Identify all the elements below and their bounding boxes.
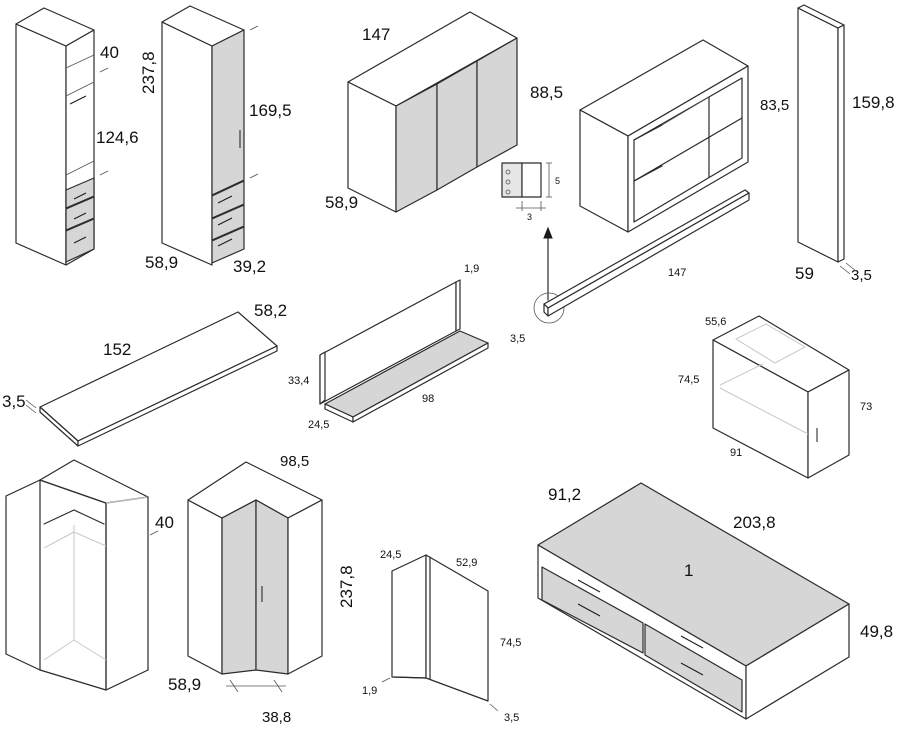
bed-height: 49,8 (860, 622, 893, 641)
side-panel-height: 159,8 (852, 93, 895, 112)
wall-shelf-height: 33,4 (288, 375, 309, 387)
hinge-width: 3 (527, 212, 532, 222)
desk-top-length: 152 (103, 340, 131, 359)
desk-top-thickness: 3,5 (2, 392, 26, 411)
desk-unit-outer-height: 73 (860, 401, 872, 413)
bed-length: 203,8 (733, 513, 776, 532)
l-panel: 24,5 52,9 74,5 1,9 3,5 (362, 549, 521, 724)
wall-shelf-length: 98 (422, 393, 434, 405)
corner-wardrobe-width: 98,5 (280, 453, 309, 470)
l-panel-thickness-right: 3,5 (504, 712, 519, 724)
corner-wardrobe-depth: 58,9 (168, 675, 201, 694)
hanging-rail: 147 (543, 189, 750, 317)
tall-door-cabinet: 169,5 58,9 39,2 (145, 5, 292, 276)
bed-index: 1 (684, 561, 693, 580)
wall-shelf-depth: 24,5 (308, 419, 329, 431)
sideboard: 147 88,5 58,9 (325, 11, 563, 213)
desk-top-depth: 58,2 (254, 301, 287, 320)
tall-door-width: 39,2 (233, 257, 266, 276)
side-panel: 159,8 59 3,5 (795, 4, 895, 284)
desk-unit-width: 91 (730, 447, 742, 459)
l-panel-height: 74,5 (500, 637, 521, 649)
tall-open-top-height: 40 (100, 43, 119, 62)
wall-shelf-thickness: 1,9 (464, 263, 479, 275)
shelving-height: 83,5 (760, 97, 789, 114)
tall-open-total-height: 237,8 (139, 51, 158, 94)
open-shelving: 83,5 (579, 39, 789, 233)
side-panel-thickness: 3,5 (851, 267, 872, 284)
tall-door-height: 169,5 (249, 101, 292, 120)
bed-width: 91,2 (548, 485, 581, 504)
tall-door-depth: 58,9 (145, 253, 178, 272)
l-panel-width: 52,9 (456, 557, 477, 569)
corner-wardrobe-door: 38,8 (262, 709, 291, 726)
desk-unit: 55,6 74,5 73 91 (678, 315, 872, 479)
l-panel-depth: 24,5 (380, 549, 401, 561)
corner-open-unit: 40 (5, 459, 174, 691)
sideboard-height: 88,5 (530, 83, 563, 102)
desk-top: 152 58,2 3,5 (2, 301, 287, 447)
tall-open-mid-height: 124,6 (96, 128, 139, 147)
sideboard-depth: 58,9 (325, 193, 358, 212)
desk-unit-inner-height: 74,5 (678, 374, 699, 386)
hinge-height: 5 (555, 176, 560, 186)
corner-wardrobe: 98,5 237,8 58,9 38,8 (168, 453, 356, 726)
wall-shelf: 1,9 3,5 33,4 24,5 98 (288, 263, 525, 431)
tall-open-cabinet: 40 237,8 124,6 (15, 7, 158, 266)
sideboard-width: 147 (362, 25, 390, 44)
wall-shelf-shelf-thickness: 3,5 (510, 333, 525, 345)
side-panel-depth: 59 (795, 264, 814, 283)
rail-length: 147 (668, 267, 686, 279)
desk-unit-depth: 55,6 (705, 316, 726, 328)
hinge-detail: 5 3 (501, 162, 565, 324)
corner-open-height: 40 (155, 513, 174, 532)
l-panel-thickness-left: 1,9 (362, 685, 377, 697)
corner-wardrobe-height: 237,8 (337, 565, 356, 608)
storage-bed: 91,2 203,8 1 49,8 (537, 482, 893, 720)
